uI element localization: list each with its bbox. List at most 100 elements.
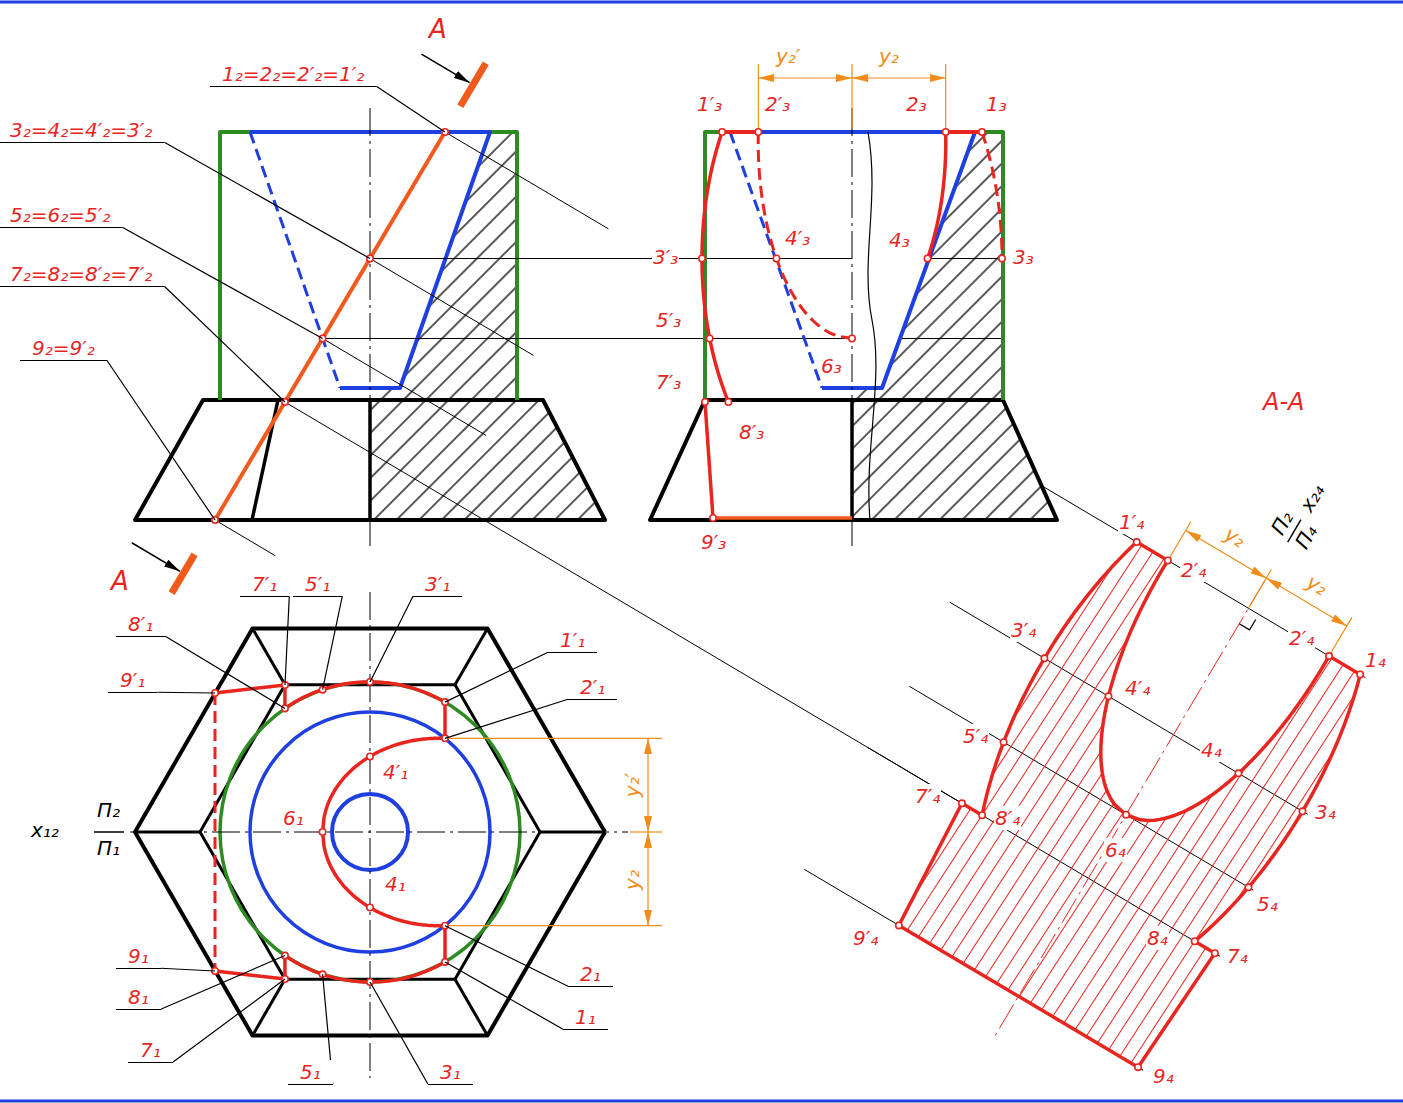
- section-curve: [928, 132, 946, 259]
- callout-number: 3₁: [428, 1060, 473, 1085]
- point-marker: [942, 129, 948, 135]
- point-marker: [1191, 938, 1197, 944]
- base-edge: [253, 979, 286, 1035]
- point-label: 6₄: [1104, 838, 1127, 862]
- extension-line: [449, 738, 662, 739]
- cutting-plane-mark: [460, 63, 485, 106]
- leader-line: [445, 699, 568, 738]
- callout-number: 9₁: [116, 944, 161, 969]
- point-marker: [896, 922, 902, 928]
- dimension-label: y₂′: [775, 44, 801, 68]
- point-label: 2′₄: [1180, 558, 1207, 582]
- callout-number: 1₂=2₂=2′₂=1′₂: [210, 62, 376, 87]
- axis-label: x₂₄: [1294, 479, 1330, 517]
- callout-number: 5₁: [288, 1060, 333, 1085]
- point-marker: [979, 129, 985, 135]
- leader-line: [376, 86, 445, 132]
- callout-number: 5′₁: [293, 572, 342, 597]
- section-edge: [946, 130, 982, 134]
- point-label: 4′₁: [382, 760, 409, 784]
- axis-label: Π₂: [96, 798, 121, 822]
- point-label: 4₄: [1200, 738, 1223, 762]
- leader-line: [285, 596, 289, 685]
- leader-line: [107, 360, 215, 520]
- view-letter: A: [110, 566, 130, 597]
- true-shape-section: [899, 542, 1360, 1067]
- fraction-bar: [94, 831, 124, 833]
- dimension-line: [647, 832, 648, 926]
- dimension-label: y₂: [1301, 569, 1332, 601]
- base-edge: [455, 979, 488, 1035]
- point-label: 9′₃: [700, 530, 727, 554]
- leader-line: [370, 596, 413, 682]
- section-hatch: [370, 132, 605, 520]
- point-label: 3′₃: [652, 245, 679, 269]
- callout-number: 1₁: [563, 1005, 608, 1030]
- dimension-label: y₂′: [620, 772, 644, 798]
- section-curve-hidden: [758, 132, 852, 338]
- section-edge: [722, 130, 758, 134]
- point-label: 4′₃: [784, 226, 811, 250]
- callout-number: 2₁: [568, 962, 613, 987]
- extension-line: [945, 64, 946, 128]
- point-marker: [719, 129, 725, 135]
- page-border: [0, 1100, 1403, 1103]
- point-marker: [1326, 653, 1332, 659]
- point-label: 7′₄: [914, 784, 941, 808]
- base-edge: [455, 628, 488, 684]
- callout-number: 7₂=8₂=8′₂=7′₂: [0, 262, 164, 287]
- point-marker: [773, 255, 779, 261]
- callout-number: 7′₁: [240, 572, 289, 597]
- center-line: [370, 108, 371, 548]
- right-angle-mark: [1239, 620, 1255, 630]
- section-curve-hidden: [982, 132, 1002, 259]
- point-marker: [702, 399, 708, 405]
- point-marker: [1165, 557, 1171, 563]
- point-marker: [699, 255, 705, 261]
- point-label: 4₃: [888, 228, 911, 252]
- projection-line: [445, 132, 608, 229]
- leader-line: [164, 286, 285, 402]
- point-marker: [710, 515, 716, 521]
- point-label: 2₃: [905, 92, 928, 116]
- section-curve: [702, 132, 728, 402]
- point-marker: [1123, 812, 1129, 818]
- point-marker: [706, 335, 712, 341]
- callout-number: 8′₁: [116, 612, 165, 637]
- point-label: 1₃: [985, 92, 1008, 116]
- projection-line: [215, 520, 275, 556]
- point-marker: [999, 255, 1005, 261]
- point-marker: [442, 699, 448, 705]
- point-marker: [1135, 1064, 1141, 1070]
- point-marker: [319, 829, 325, 835]
- point-label: 1′₃: [696, 92, 723, 116]
- leader-line: [445, 652, 548, 702]
- callout-number: 7₁: [128, 1038, 173, 1063]
- point-label: 5′₃: [655, 308, 682, 332]
- view-arrow: [421, 54, 469, 83]
- leader-line: [164, 142, 370, 258]
- callout-number: 5₂=6₂=5′₂: [0, 203, 122, 228]
- projection-line: [323, 338, 486, 435]
- point-marker: [849, 335, 855, 341]
- cylinder-outline: [975, 132, 1003, 400]
- point-marker: [367, 753, 373, 759]
- center-line: [130, 832, 628, 833]
- point-marker: [725, 399, 731, 405]
- point-label: 3₄: [1314, 800, 1337, 824]
- point-label: 9′₄: [852, 926, 879, 950]
- point-label: 8′₄: [994, 806, 1021, 830]
- leader-line: [161, 968, 215, 971]
- callout-number: 1′₁: [548, 628, 597, 653]
- callout-number: 9₂=9′₂: [20, 336, 107, 361]
- point-label: 4₁: [384, 872, 407, 896]
- extension-line: [1248, 570, 1271, 609]
- point-label: 1₄: [1364, 648, 1387, 672]
- axis-label: Π₁: [96, 836, 121, 860]
- base-edge: [253, 628, 286, 684]
- point-marker: [442, 959, 448, 965]
- leader-line: [157, 692, 215, 694]
- point-label: 2′₄: [1288, 626, 1315, 650]
